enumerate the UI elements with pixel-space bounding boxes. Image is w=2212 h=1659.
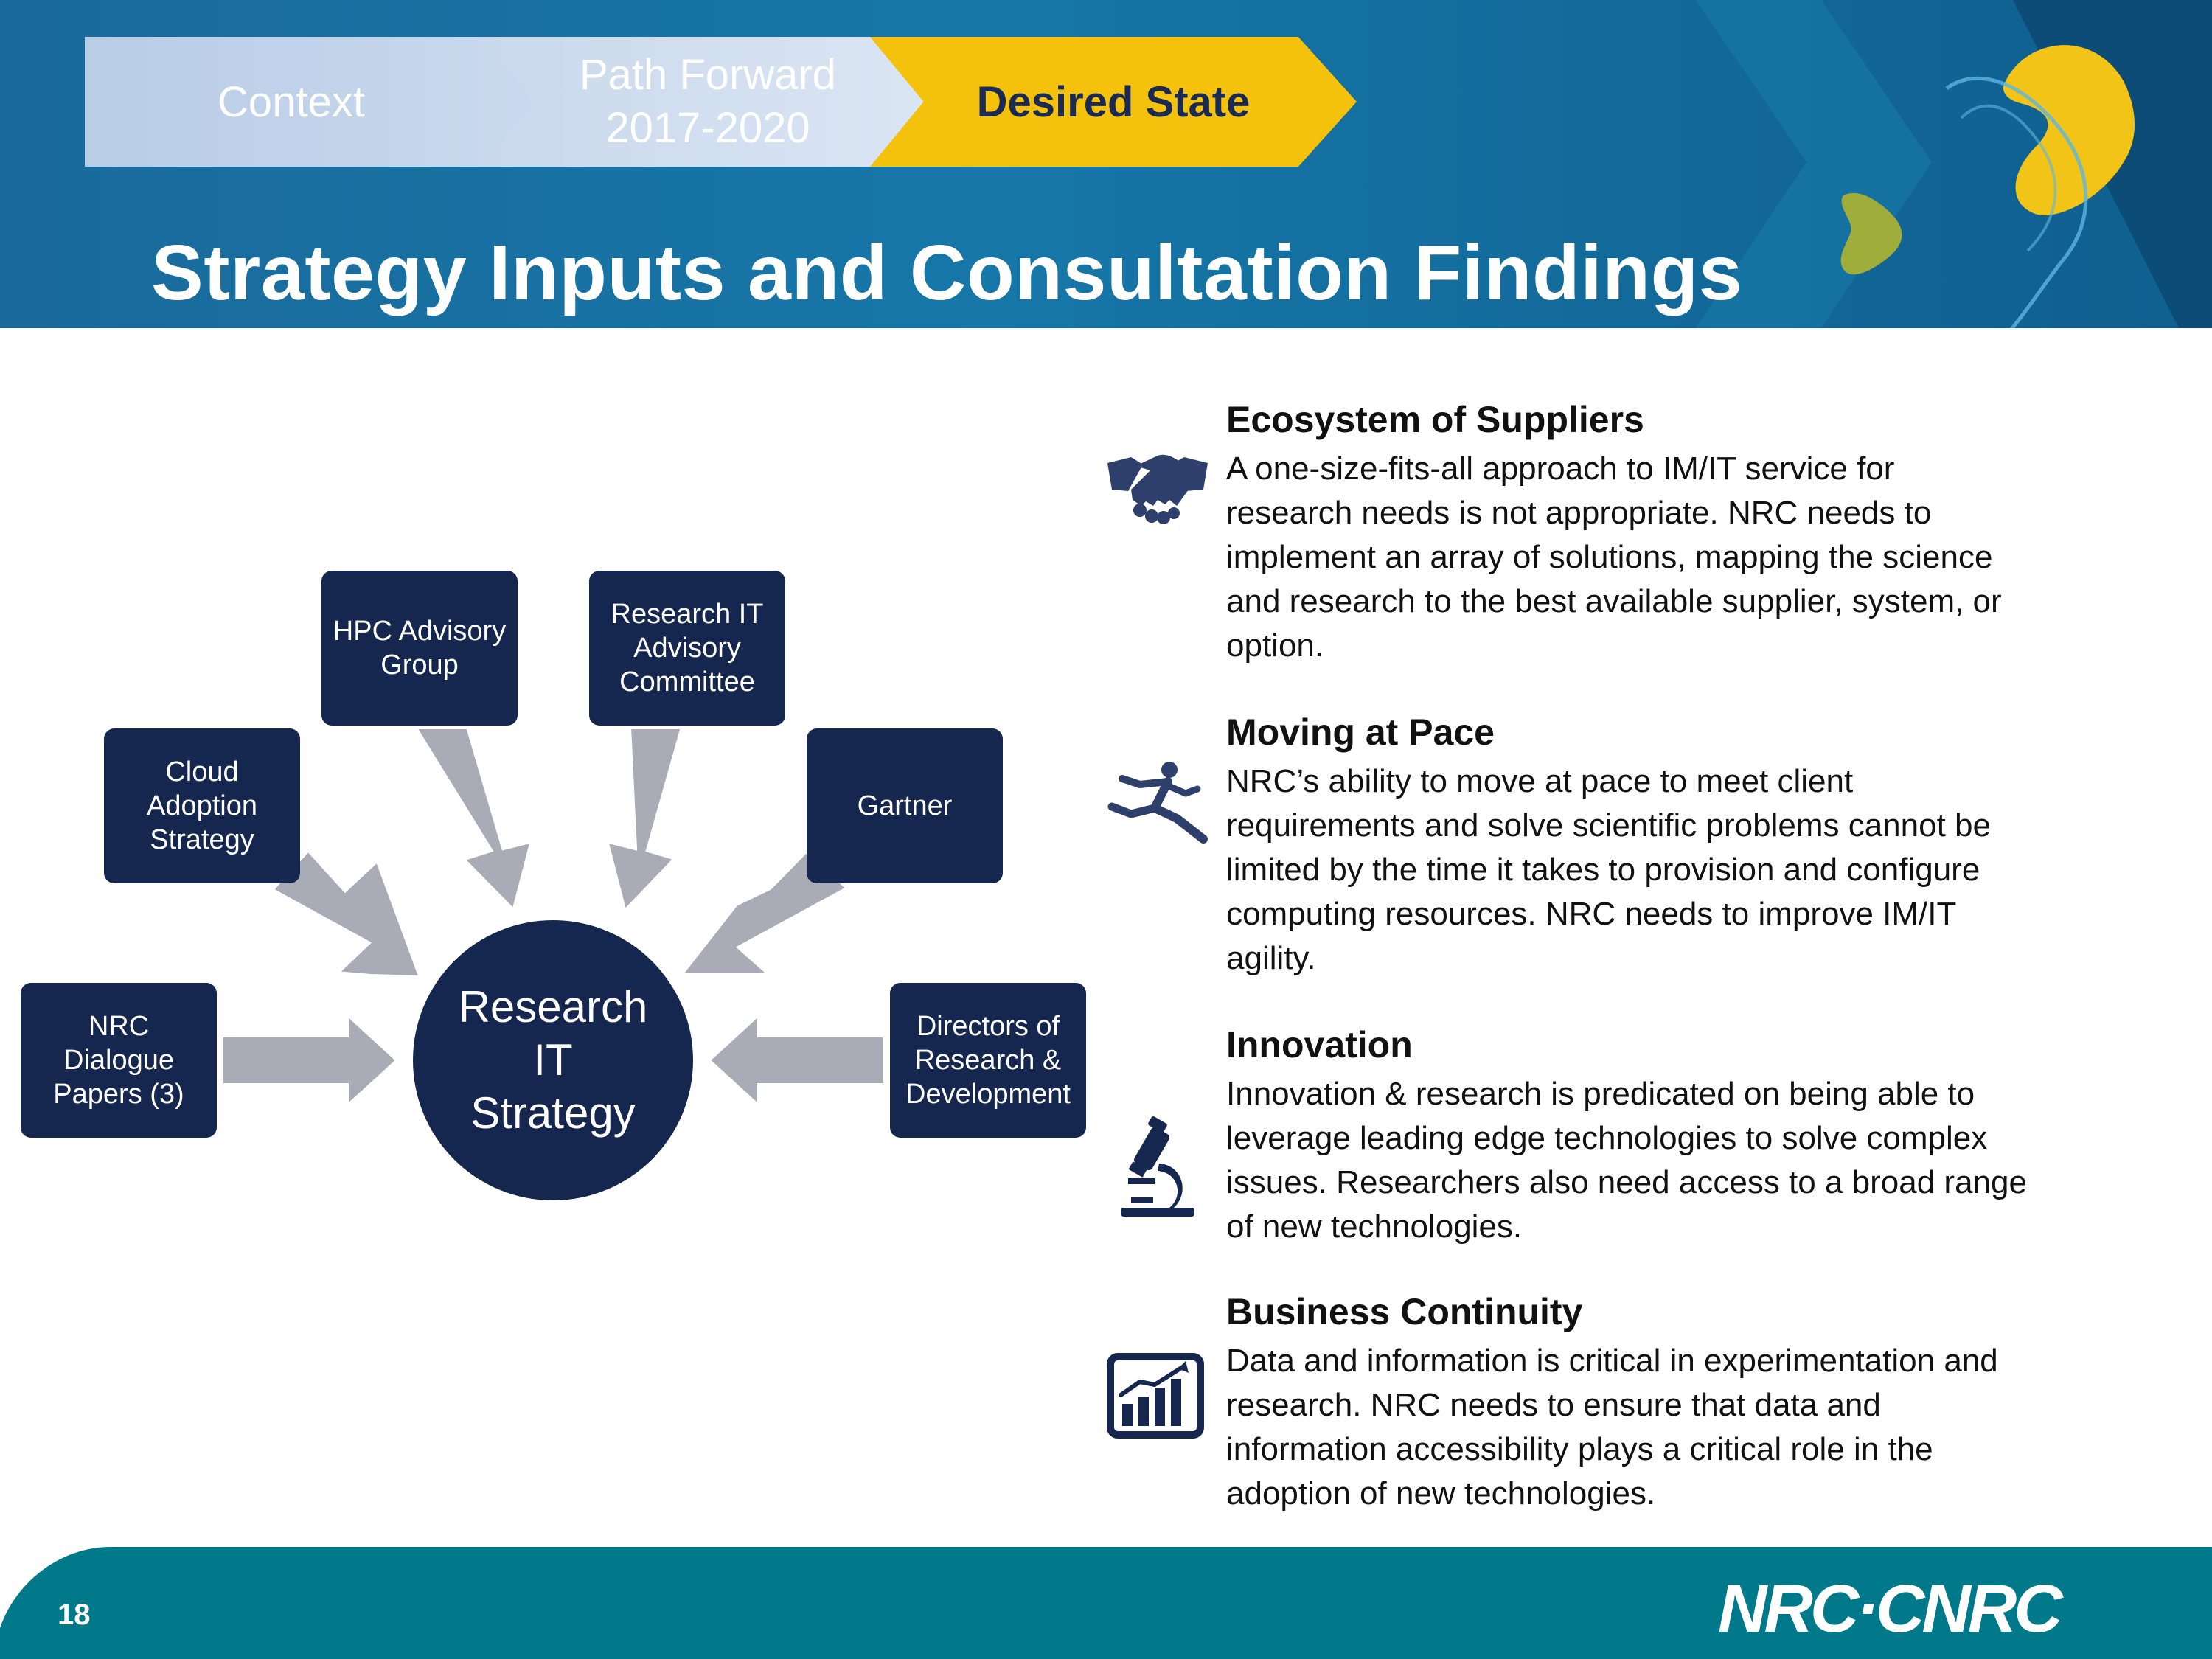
nav-step-label: Context <box>218 77 365 126</box>
arrow-from-dialogue-papers <box>219 1008 402 1113</box>
input-node-cloud-adoption: Cloud Adoption Strategy <box>104 728 300 883</box>
nav-step-label: Desired State <box>976 77 1251 126</box>
nav-step-label-line2: 2017-2020 <box>605 104 810 152</box>
center-node-research-it-strategy: Research IT Strategy <box>413 920 693 1200</box>
nav-step-label-line1: Path Forward <box>579 51 837 99</box>
arrow-from-directors <box>704 1008 887 1113</box>
nrc-cnrc-logo: NRC·CNRC <box>1718 1571 2063 1646</box>
finding-title: Business Continuity <box>1226 1291 1583 1332</box>
input-node-directors: Directors of Research & Development <box>890 983 1086 1138</box>
input-node-hpc-advisory: HPC Advisory Group <box>321 571 518 726</box>
nav-step-desired-state[interactable]: Desired State <box>870 37 1357 167</box>
arrow-from-cloud-adoption <box>268 846 425 981</box>
arrow-from-research-it-committee <box>602 725 686 917</box>
nav-step-path-forward[interactable]: Path Forward 2017-2020 <box>479 37 936 167</box>
input-node-research-it-committee: Research IT Advisory Committee <box>589 571 785 726</box>
finding-body: NRC’s ability to move at pace to meet cl… <box>1226 763 1991 976</box>
handshake-icon <box>1107 454 1208 524</box>
nav-step-context[interactable]: Context <box>85 37 542 167</box>
header-decoration <box>1696 0 2212 328</box>
finding-body: Data and information is critical in expe… <box>1226 1343 1998 1512</box>
arrow-from-hpc-advisory <box>410 725 536 916</box>
microscope-icon <box>1121 1116 1194 1217</box>
finding-title: Moving at Pace <box>1226 712 1495 753</box>
page-number: 18 <box>58 1599 91 1631</box>
finding-body: Innovation & research is predicated on b… <box>1226 1076 2027 1245</box>
finding-title: Ecosystem of Suppliers <box>1226 399 1644 440</box>
finding-item: Innovation Innovation & research is pred… <box>1106 1023 2065 1267</box>
finding-body: A one-size-fits-all approach to IM/IT se… <box>1226 451 2002 664</box>
page-title: Strategy Inputs and Consultation Finding… <box>151 229 1743 316</box>
header-band: Context Path Forward 2017-2020 Desired S… <box>0 0 2212 328</box>
finding-item: Business Continuity Data and information… <box>1106 1290 2065 1541</box>
finding-item: Ecosystem of Suppliers A one-size-fits-a… <box>1106 398 2065 678</box>
finding-item: Moving at Pace NRC’s ability to move at … <box>1106 711 2065 991</box>
finding-title: Innovation <box>1226 1024 1413 1065</box>
input-node-dialogue-papers: NRC Dialogue Papers (3) <box>21 983 217 1138</box>
footer-band <box>0 1547 2212 1659</box>
runner-icon <box>1107 762 1208 844</box>
arrow-from-gartner <box>675 844 852 978</box>
input-node-gartner: Gartner <box>807 728 1003 883</box>
bar-chart-icon <box>1107 1353 1204 1439</box>
